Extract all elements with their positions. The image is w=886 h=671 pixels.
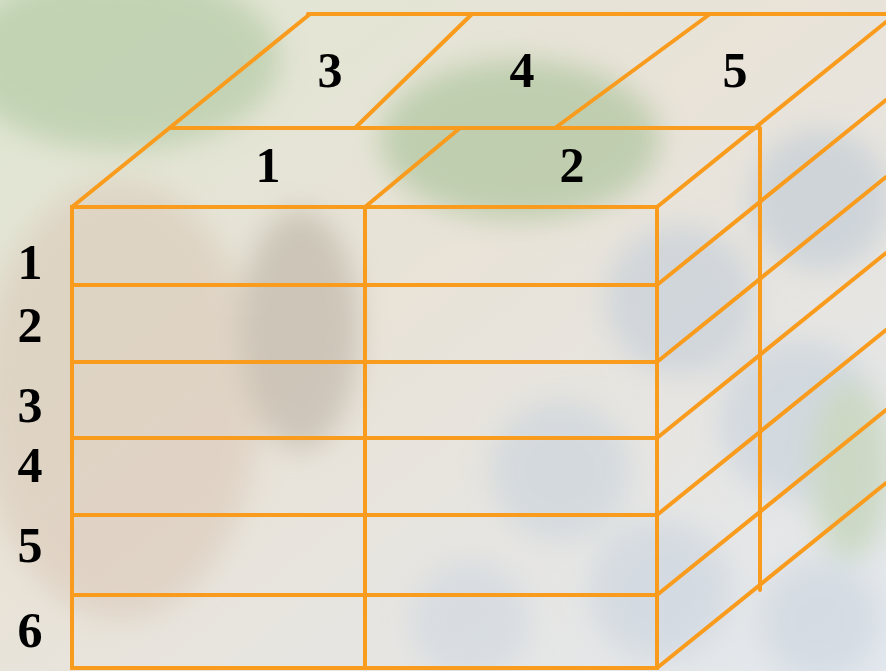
row-number: 2 [18,300,43,350]
row-number: 3 [18,380,43,430]
cube-wireframe [72,14,886,668]
row-number: 4 [18,440,43,490]
column-number: 1 [256,140,281,190]
layer-number: 5 [723,45,748,95]
layer-number: 4 [510,45,535,95]
row-number: 6 [18,605,43,655]
column-number: 2 [560,140,585,190]
row-number: 5 [18,520,43,570]
layer-number: 3 [318,45,343,95]
row-number: 1 [18,237,43,287]
